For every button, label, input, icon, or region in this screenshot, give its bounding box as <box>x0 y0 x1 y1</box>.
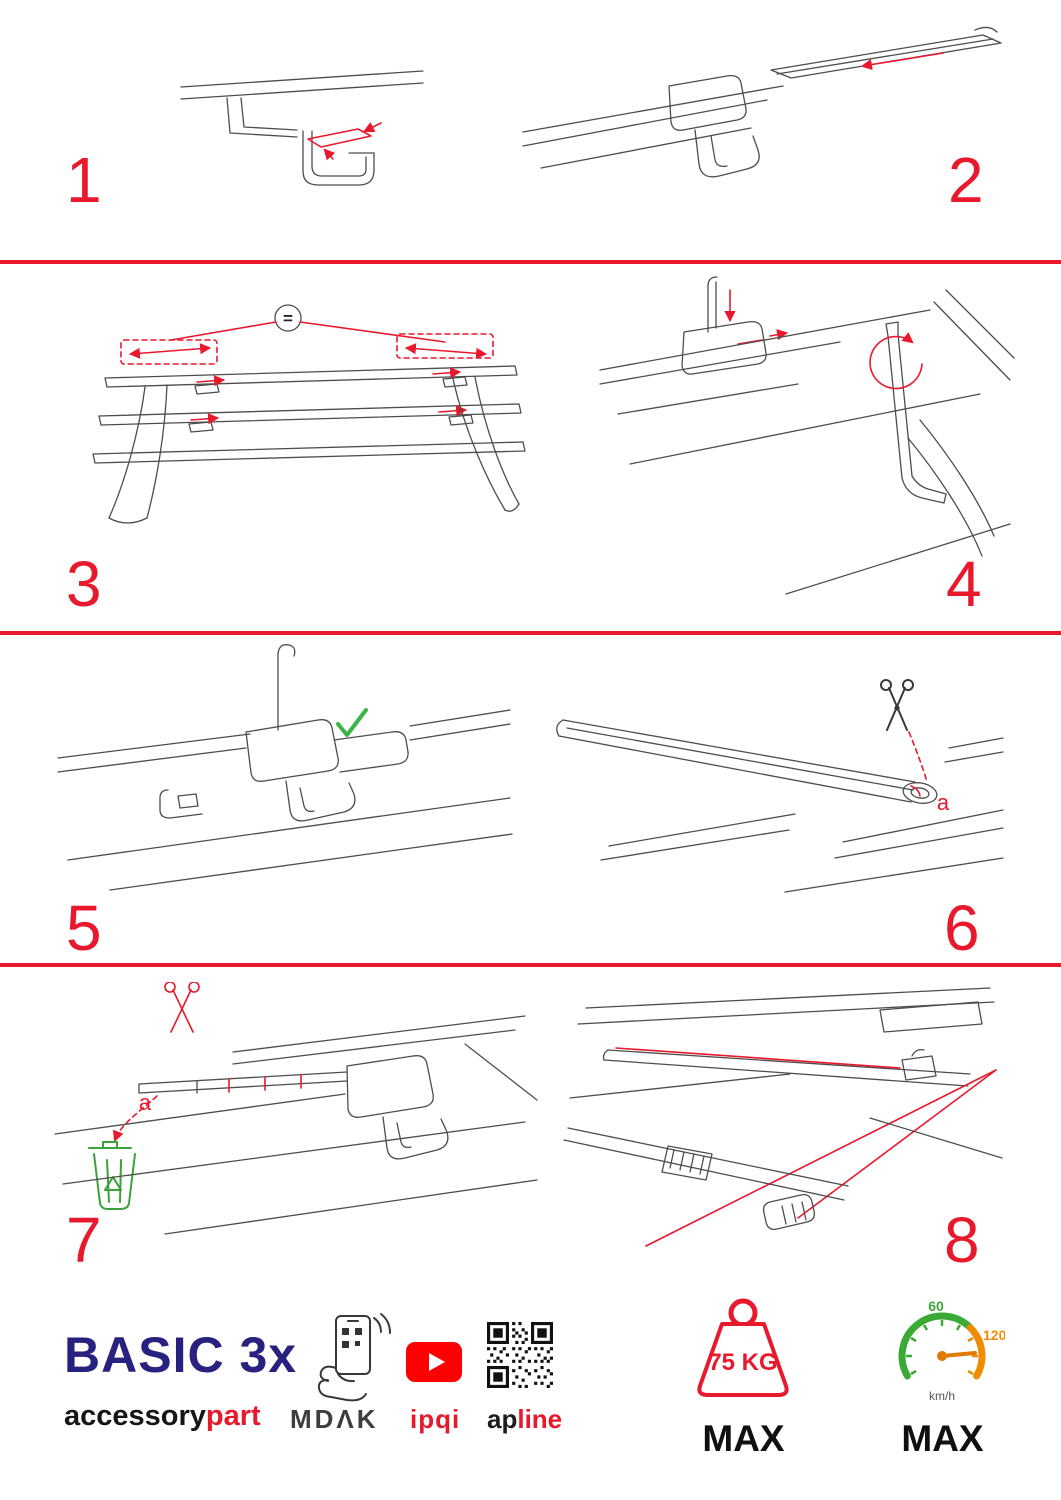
equal-spacing-badge: = <box>274 304 302 332</box>
step-8-number: 8 <box>944 1204 980 1276</box>
section-divider-3 <box>0 963 1061 967</box>
partner-mdak-label: MDΛK <box>290 1404 379 1434</box>
step-1-number: 1 <box>66 144 102 216</box>
step-1-diagram <box>180 70 424 186</box>
weight-max-label: MAX <box>702 1418 785 1459</box>
weight-limit-icon: 75 KG <box>697 1298 789 1397</box>
alignment-line <box>615 1047 901 1069</box>
step-4-number: 4 <box>946 548 982 620</box>
clamp-plate-highlight <box>307 128 372 148</box>
step-8-diagram <box>563 987 1003 1247</box>
step-6-diagram: a <box>556 679 1004 893</box>
speed-unit: km/h <box>929 1389 955 1403</box>
equal-label: = <box>283 309 293 328</box>
speed-60: 60 <box>928 1298 944 1314</box>
discard-line <box>112 1095 158 1143</box>
guide-line-2 <box>797 1069 997 1219</box>
speed-120: 120 <box>983 1327 1005 1343</box>
step-7-diagram: a <box>54 982 538 1235</box>
apline-part2: line <box>517 1404 563 1434</box>
weight-value: 75 KG <box>708 1349 777 1376</box>
phone-screen-qr <box>342 1328 362 1348</box>
cut-marks <box>228 1074 302 1093</box>
lock-cover-knob <box>762 1194 815 1230</box>
step-6-number: 6 <box>944 892 980 964</box>
rotate-arrow <box>869 332 923 390</box>
section-divider-2 <box>0 631 1061 635</box>
youtube-play-icon <box>406 1342 462 1382</box>
step-3-number: 3 <box>66 548 102 620</box>
scissors-icon <box>880 679 914 731</box>
step-3-diagram: = <box>92 304 526 524</box>
step-5-number: 5 <box>66 892 102 964</box>
measure-zone-left <box>120 339 218 365</box>
slide-arrow <box>860 52 944 71</box>
scissors-icon <box>164 982 200 1033</box>
checkmark-icon <box>336 708 368 737</box>
brand-logo-part1: accessory <box>64 1400 206 1432</box>
phone-qr-scan-icon <box>317 1313 391 1402</box>
cut-line <box>908 731 928 783</box>
section-divider-1 <box>0 260 1061 264</box>
step-4-diagram <box>599 276 1015 595</box>
apline-part1: ap <box>487 1404 518 1434</box>
brand-logo-part2: part <box>205 1400 261 1432</box>
step-5-diagram <box>57 644 513 891</box>
speed-max-label: MAX <box>901 1418 984 1459</box>
needle <box>940 1351 977 1358</box>
partner-apline-label: apline <box>487 1404 562 1435</box>
speedometer-icon: 60 120 km/h <box>898 1298 1005 1403</box>
step-2-diagram <box>522 26 1002 178</box>
insert-arrow <box>362 121 382 133</box>
allen-key <box>885 321 947 504</box>
partner-ipqi-label: ipqi <box>410 1404 461 1434</box>
brand-logo: accessorypart <box>64 1400 261 1433</box>
dimension-arrow-left <box>128 343 212 359</box>
guide-line-1 <box>645 1069 997 1247</box>
detail-label-a: a <box>937 790 950 815</box>
dimension-arrow-right <box>404 343 488 359</box>
step-7-number: 7 <box>66 1204 102 1276</box>
recycle-bin-icon <box>88 1141 136 1210</box>
step-2-number: 2 <box>948 144 984 216</box>
qr-code <box>487 1322 553 1388</box>
product-logo: BASIC 3x <box>64 1327 298 1383</box>
